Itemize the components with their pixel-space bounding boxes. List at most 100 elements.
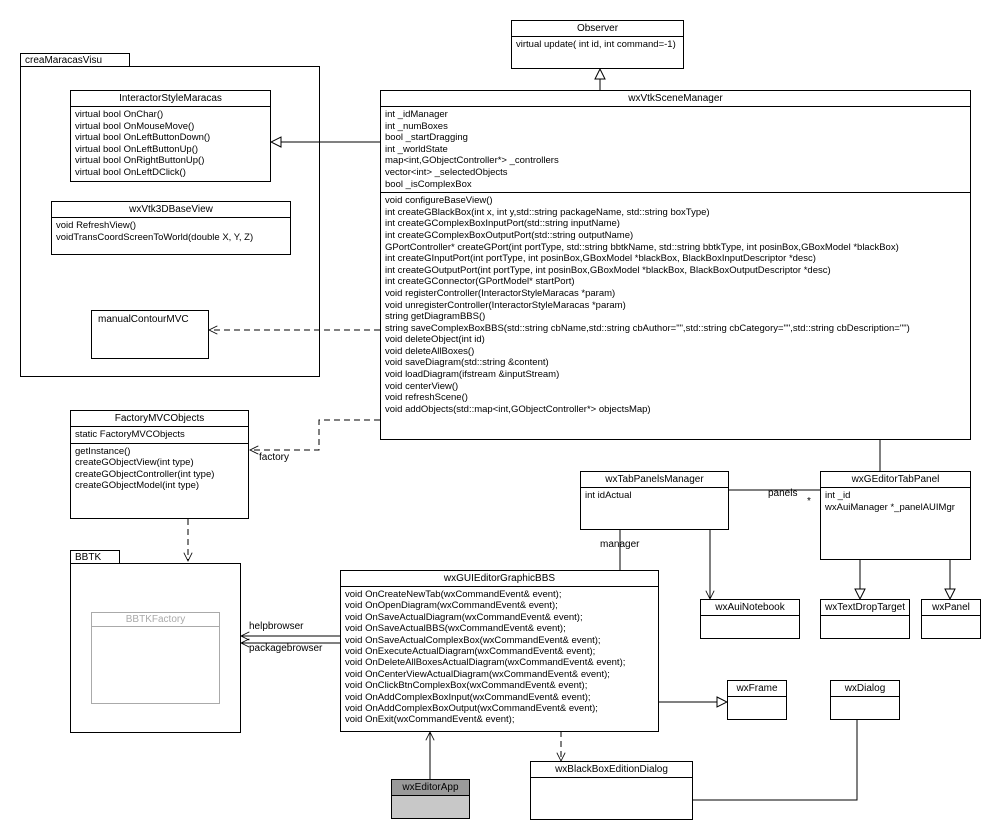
class-name: wxTabPanelsManager bbox=[581, 472, 728, 488]
attribute-list: int idActual bbox=[581, 488, 728, 504]
method: void OnSaveActualComplexBox(wxCommandEve… bbox=[345, 634, 601, 646]
method: void OnSaveActualDiagram(wxCommandEvent&… bbox=[345, 611, 583, 623]
attribute: int _worldState bbox=[385, 143, 448, 155]
method: GPortController* createGPort(int portTyp… bbox=[385, 241, 899, 253]
bbdialog-to-dialog-line bbox=[693, 691, 857, 801]
package-tab: creaMaracasVisu bbox=[20, 53, 130, 67]
method: virtual bool OnRightButtonUp() bbox=[75, 155, 205, 167]
frame-class: wxFrame bbox=[727, 680, 787, 720]
method-list: getInstance() createGObjectView(int type… bbox=[71, 442, 248, 494]
class-name: wxPanel bbox=[922, 600, 980, 616]
manual-contour-class: manualContourMVC bbox=[91, 310, 209, 359]
attribute: vector<int> _selectedObjects bbox=[385, 166, 508, 178]
method: string getDiagramBBS() bbox=[385, 311, 486, 323]
method: void OnExecuteActualDiagram(wxCommandEve… bbox=[345, 646, 596, 658]
method: int createGComplexBoxOutputPort(std::str… bbox=[385, 229, 634, 241]
panel-class: wxPanel bbox=[921, 599, 981, 639]
method: void deleteAllBoxes() bbox=[385, 345, 475, 357]
method: void configureBaseView() bbox=[385, 195, 493, 207]
attribute: bool _startDragging bbox=[385, 132, 468, 144]
bbtk-factory-class: BBTKFactory bbox=[91, 612, 220, 704]
method: int createGBlackBox(int x, int y,std::st… bbox=[385, 206, 710, 218]
attribute-list: static FactoryMVCObjects bbox=[71, 427, 248, 443]
method: void OnOpenDiagram(wxCommandEvent& event… bbox=[345, 600, 558, 612]
class-name: Observer bbox=[512, 21, 683, 37]
method: voidTransCoordScreenToWorld(double X, Y,… bbox=[56, 231, 254, 243]
method: string saveComplexBoxBBS(std::string cbN… bbox=[385, 322, 910, 334]
attribute: int idActual bbox=[585, 490, 632, 501]
package-creamaracasvisu bbox=[20, 66, 320, 377]
method: void saveDiagram(std::string &content) bbox=[385, 357, 549, 369]
class-name: wxFrame bbox=[728, 681, 786, 697]
tab-panels-manager-class: wxTabPanelsManager int idActual bbox=[580, 471, 729, 530]
package-tab: BBTK bbox=[70, 550, 120, 564]
method: void OnAddComplexBoxOutput(wxCommandEven… bbox=[345, 703, 598, 715]
attribute-list: int _idManager int _numBoxes bool _start… bbox=[381, 107, 970, 192]
class-name: wxGEditorTabPanel bbox=[821, 472, 970, 488]
attribute: int _id bbox=[825, 490, 851, 501]
method-list: void RefreshView() voidTransCoordScreenT… bbox=[52, 218, 290, 245]
method: void registerController(InteractorStyleM… bbox=[385, 287, 616, 299]
panels-label: panels bbox=[768, 488, 798, 499]
method: void unregisterController(InteractorStyl… bbox=[385, 299, 626, 311]
method: int createGInputPort(int portType, int p… bbox=[385, 253, 816, 265]
method: void deleteObject(int id) bbox=[385, 334, 485, 346]
aui-notebook-class: wxAuiNotebook bbox=[700, 599, 800, 639]
method: void OnExit(wxCommandEvent& event); bbox=[345, 714, 515, 726]
attribute: wxAuiManager *_panelAUIMgr bbox=[825, 501, 955, 513]
attribute: map<int,GObjectController*> _controllers bbox=[385, 155, 559, 167]
attribute: int _numBoxes bbox=[385, 120, 448, 132]
method: void OnClickBtnComplexBox(wxCommandEvent… bbox=[345, 680, 588, 692]
blackbox-edition-dialog-class: wxBlackBoxEditionDialog bbox=[530, 761, 693, 820]
class-name: wxEditorApp bbox=[392, 780, 469, 796]
helpbrowser-label: helpbrowser bbox=[249, 621, 304, 632]
method: void addObjects(std::map<int,GObjectCont… bbox=[385, 403, 651, 415]
method: int createGConnector(GPortModel* startPo… bbox=[385, 276, 575, 288]
class-name: wxDialog bbox=[831, 681, 899, 697]
method: int createGComplexBoxInputPort(std::stri… bbox=[385, 218, 620, 230]
method: void refreshScene() bbox=[385, 392, 468, 404]
class-name: InteractorStyleMaracas bbox=[71, 91, 270, 107]
method: virtual bool OnMouseMove() bbox=[75, 120, 195, 132]
factory-label: factory bbox=[259, 452, 290, 463]
method: void OnSaveActualBBS(wxCommandEvent& eve… bbox=[345, 623, 566, 635]
base-view-class: wxVtk3DBaseView void RefreshView() voidT… bbox=[51, 201, 291, 255]
class-name: BBTKFactory bbox=[92, 613, 219, 627]
attribute-list: int _id wxAuiManager *_panelAUIMgr bbox=[821, 488, 970, 515]
method-list: virtual update( int id, int command=-1) bbox=[512, 37, 683, 53]
method: void OnCenterViewActualDiagram(wxCommand… bbox=[345, 668, 610, 680]
observer-class: Observer virtual update( int id, int com… bbox=[511, 20, 684, 69]
method: int createGOutputPort(int portType, int … bbox=[385, 264, 831, 276]
manager-label: manager bbox=[600, 539, 640, 550]
gui-editor-graphic-bbs-class: wxGUIEditorGraphicBBS void OnCreateNewTa… bbox=[340, 570, 659, 732]
class-name: manualContourMVC bbox=[98, 314, 189, 325]
multiplicity-label: * bbox=[807, 496, 811, 507]
class-name: wxGUIEditorGraphicBBS bbox=[341, 571, 658, 587]
attribute: static FactoryMVCObjects bbox=[75, 429, 185, 440]
method: createGObjectModel(int type) bbox=[75, 480, 200, 492]
class-name: wxVtkSceneManager bbox=[381, 91, 970, 107]
editor-app-class: wxEditorApp bbox=[391, 779, 470, 819]
method: virtual update( int id, int command=-1) bbox=[516, 39, 676, 50]
class-name: FactoryMVCObjects bbox=[71, 411, 248, 427]
method: void OnAddComplexBoxInput(wxCommandEvent… bbox=[345, 691, 591, 703]
dialog-class: wxDialog bbox=[830, 680, 900, 720]
method: virtual bool OnLeftButtonUp() bbox=[75, 143, 199, 155]
editor-tab-panel-class: wxGEditorTabPanel int _id wxAuiManager *… bbox=[820, 471, 971, 560]
scene-manager-class: wxVtkSceneManager int _idManager int _nu… bbox=[380, 90, 971, 440]
attribute: bool _isComplexBox bbox=[385, 178, 472, 190]
method: void RefreshView() bbox=[56, 220, 137, 231]
method: getInstance() bbox=[75, 445, 131, 457]
class-name: wxVtk3DBaseView bbox=[52, 202, 290, 218]
factory-class: FactoryMVCObjects static FactoryMVCObjec… bbox=[70, 410, 249, 519]
package-bbtk: BBTKFactory bbox=[70, 563, 241, 733]
text-drop-target-class: wxTextDropTarget bbox=[820, 599, 910, 639]
method-list: virtual bool OnChar() virtual bool OnMou… bbox=[71, 107, 270, 181]
attribute: int _idManager bbox=[385, 109, 448, 120]
method: virtual bool OnLeftButtonDown() bbox=[75, 132, 211, 144]
method: virtual bool OnLeftDClick() bbox=[75, 166, 186, 178]
method: void loadDiagram(ifstream &inputStream) bbox=[385, 369, 560, 381]
method-list: void configureBaseView() int createGBlac… bbox=[381, 192, 970, 417]
method: void OnCreateNewTab(wxCommandEvent& even… bbox=[345, 589, 562, 600]
